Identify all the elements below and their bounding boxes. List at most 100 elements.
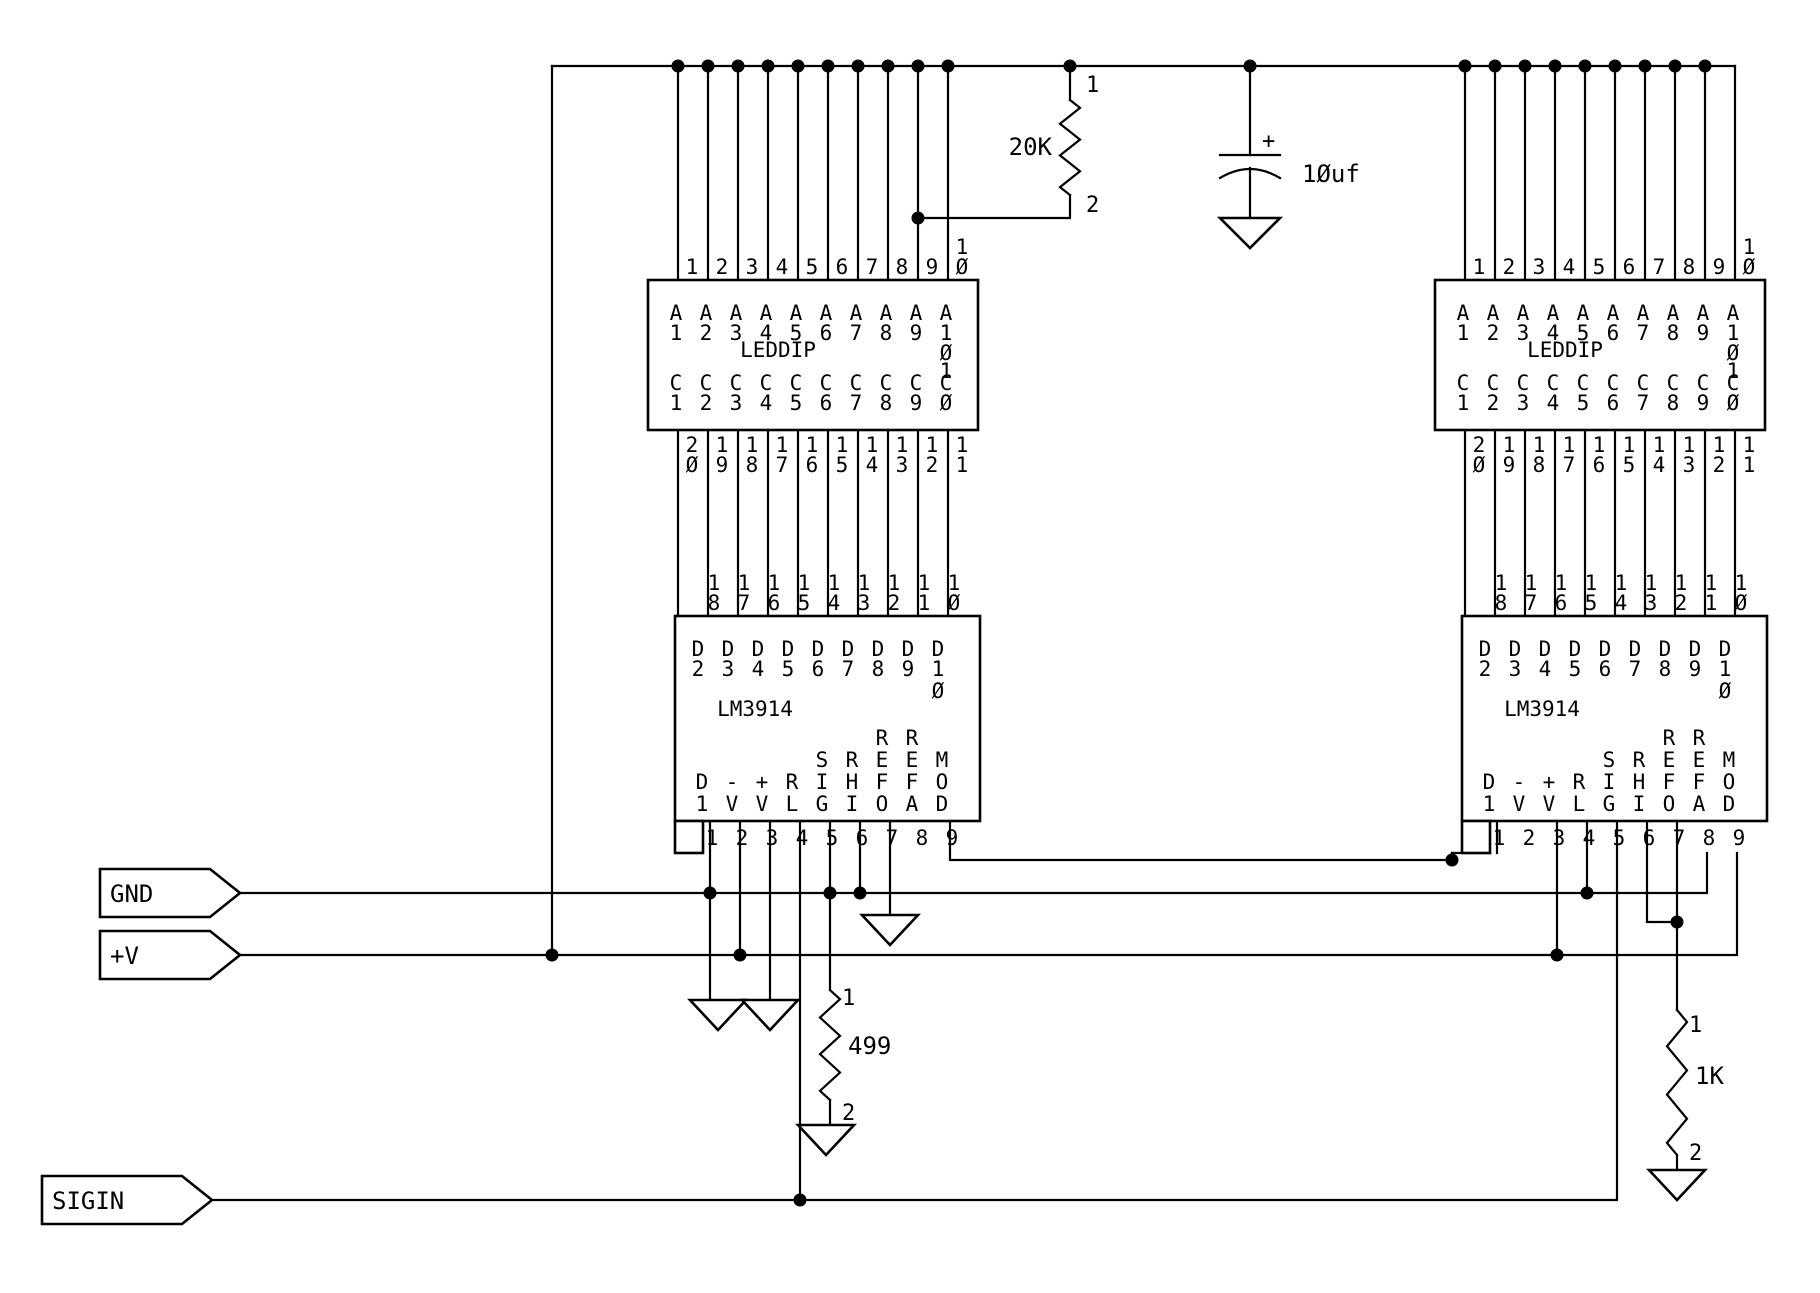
lm3914-pin-number: 1: [798, 571, 811, 595]
pin9-cascade-wire: [948, 819, 1454, 862]
lm3914-output-label: Ø: [932, 679, 945, 703]
lm3914-output-label: D: [752, 637, 765, 661]
junction-dot: [1608, 59, 1622, 73]
anode-label: 4: [1547, 321, 1560, 345]
leddip-name: LEDDIP: [1527, 338, 1603, 362]
lm3914-pin-function: +: [756, 770, 769, 794]
lm3914-pin-number: 5: [1585, 591, 1598, 615]
leddip-pin-number: 7: [866, 255, 879, 279]
lm3914-pin-number: 5: [798, 591, 811, 615]
lm3914-pin-function: R: [846, 748, 859, 772]
leddip-pin-number: 8: [1683, 255, 1696, 279]
port-gnd: [98, 867, 243, 919]
lm3914-pin-number: 1: [1495, 571, 1508, 595]
lm3914-pin-number: 1: [1493, 826, 1506, 850]
lm3914-pin-number: 8: [1703, 826, 1716, 850]
leddip-pin-number: 1: [1473, 255, 1486, 279]
leddip-pin-number: 1: [836, 433, 849, 457]
anode-label: A: [1457, 301, 1470, 325]
junction-dot: [731, 59, 745, 73]
anode-label: A: [940, 301, 953, 325]
lm3914-pin-number: 4: [828, 591, 841, 615]
junction-dot: [941, 59, 955, 73]
leddip-pin-number: 1: [956, 453, 969, 477]
lm3914-pin-number: 8: [708, 591, 721, 615]
leddip-pin-number: 1: [1533, 433, 1546, 457]
leddip-pin-number: 6: [836, 255, 849, 279]
anode-label: A: [670, 301, 683, 325]
lm3914-chip-left: [673, 614, 982, 823]
junction-dot: [761, 59, 775, 73]
junction-dot: [1638, 59, 1652, 73]
leddip-pin-number: 3: [896, 453, 909, 477]
lm3914-pin-number: 1: [918, 571, 931, 595]
wires: [210, 64, 1739, 1202]
leddip-pin-number: 8: [896, 255, 909, 279]
lm3914-name: LM3914: [717, 697, 793, 721]
lm3914-pin-number: 1: [828, 571, 841, 595]
anode-label: 3: [730, 321, 743, 345]
leddip-pin-number: 1: [1593, 433, 1606, 457]
leddip-pin-number: 2: [1713, 453, 1726, 477]
resistor-1k: [1665, 1008, 1689, 1157]
lm3914-pin-function: +: [1543, 770, 1556, 794]
leddip-pin-number: 1: [1653, 433, 1666, 457]
ground-symbol: [859, 913, 921, 947]
cathode-label: 3: [730, 391, 743, 415]
junction-dot: [791, 59, 805, 73]
lm3914-pin-number: 4: [1615, 591, 1628, 615]
anode-label: A: [1547, 301, 1560, 325]
lm3914-pin-function: A: [1693, 792, 1706, 816]
cathode-label: C: [1727, 371, 1740, 395]
junction-dot: [545, 948, 559, 962]
lm3914-pin-number: 1: [708, 571, 721, 595]
anode-label: A: [1487, 301, 1500, 325]
lm3914-output-label: 9: [902, 657, 915, 681]
leddip-pin-number: 1: [1563, 433, 1576, 457]
lm3914-pin-function: M: [1723, 748, 1736, 772]
junction-dot: [1698, 59, 1712, 73]
lm3914-output-label: 5: [782, 657, 795, 681]
resistor-20k: [1058, 98, 1082, 197]
lm3914-pin-number: 8: [1495, 591, 1508, 615]
lm3914-pin-function: O: [1663, 792, 1676, 816]
cathode-label: Ø: [940, 391, 953, 415]
leddip-pin-number: 1: [1743, 433, 1756, 457]
lm3914-pin-function: F: [876, 770, 889, 794]
lm3914-pin-number: 1: [1585, 571, 1598, 595]
anode-label: 4: [760, 321, 773, 345]
lm3914-pin-number: 2: [888, 591, 901, 615]
lm3914-output-label: 5: [1569, 657, 1582, 681]
anode-label: A: [880, 301, 893, 325]
lm3914-output-label: D: [842, 637, 855, 661]
cathode-label: 3: [1517, 391, 1530, 415]
lm3914-pin-function: E: [906, 748, 919, 772]
cathode-label: 6: [1607, 391, 1620, 415]
lm3914-pin-number: 1: [1675, 571, 1688, 595]
lm3914-pin-number: 7: [1673, 826, 1686, 850]
anode-label: 1: [670, 321, 683, 345]
cathode-label: C: [1697, 371, 1710, 395]
junction-dot: [821, 59, 835, 73]
lm3914-pin-number: Ø: [948, 591, 961, 615]
lm3914-output-label: 7: [842, 657, 855, 681]
cathode-label: C: [730, 371, 743, 395]
cathode-label: 5: [790, 391, 803, 415]
junction-dot: [853, 886, 867, 900]
junction-dot: [1578, 59, 1592, 73]
anode-label: A: [1607, 301, 1620, 325]
r499-value: 499: [848, 1032, 891, 1060]
lm3914-pin-number: 4: [1583, 826, 1596, 850]
leddip-pin-number: 6: [806, 453, 819, 477]
r20k-lead2: [916, 193, 1072, 220]
anode-label: 6: [1607, 321, 1620, 345]
lm3914-output-label: 6: [1599, 657, 1612, 681]
cathode-label: C: [1547, 371, 1560, 395]
lm3914-pin-function: R: [906, 726, 919, 750]
cathode-label: C: [1667, 371, 1680, 395]
lm3914-pin-number: 6: [768, 591, 781, 615]
junction-dot: [823, 886, 837, 900]
anode-label: 9: [910, 321, 923, 345]
lm3914-pin-number: 1: [888, 571, 901, 595]
lm3914-output-label: D: [1659, 637, 1672, 661]
